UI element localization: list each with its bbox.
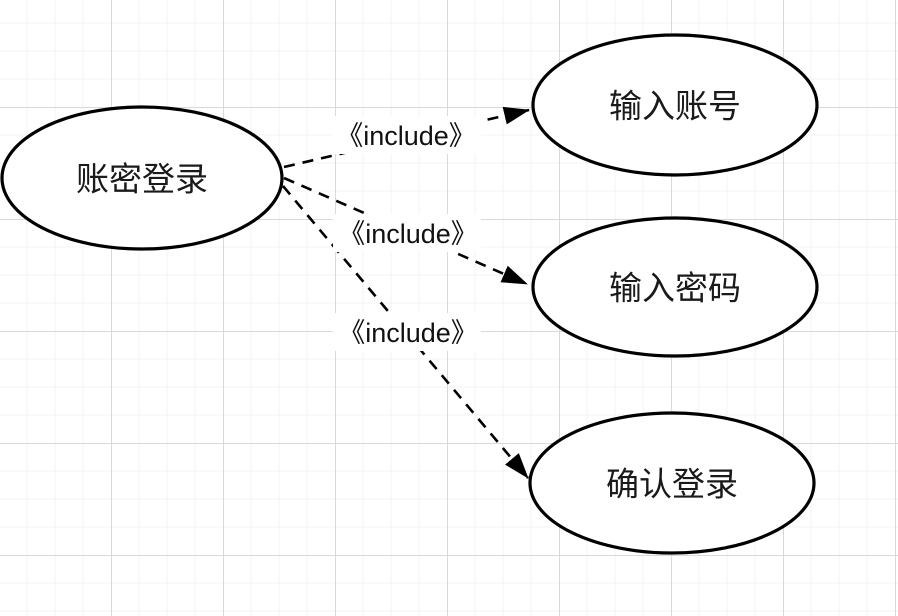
usecase-node-login[interactable]: 账密登录	[0, 105, 284, 251]
node-ellipse	[531, 216, 819, 358]
edge-label-bg	[331, 116, 481, 154]
usecase-node-enter-account[interactable]: 输入账号	[531, 33, 819, 177]
edge-label-include-3[interactable]: 《include》	[333, 313, 481, 351]
node-ellipse	[528, 411, 816, 555]
usecase-node-confirm-login[interactable]: 确认登录	[528, 411, 816, 555]
edge-label-include-1[interactable]: 《include》	[331, 116, 481, 154]
edge-label-bg	[333, 214, 481, 252]
edge-labels-layer: 《include》 《include》 《include》	[331, 116, 481, 351]
node-label: 账密登录	[76, 161, 208, 198]
edge-label-include-2[interactable]: 《include》	[333, 214, 481, 252]
edge-label-text: 《include》	[338, 318, 478, 348]
usecase-node-enter-password[interactable]: 输入密码	[531, 216, 819, 358]
edge-label-text: 《include》	[338, 219, 478, 249]
node-label: 输入账号	[609, 88, 741, 125]
edge-label-bg	[333, 313, 481, 351]
nodes-layer: 账密登录 输入账号 输入密码 确认登录	[0, 33, 819, 555]
edge-include-enter-password[interactable]	[283, 176, 528, 286]
node-label: 输入密码	[609, 270, 741, 307]
node-ellipse	[0, 105, 284, 251]
node-label: 确认登录	[606, 466, 738, 503]
edge-label-text: 《include》	[336, 121, 476, 151]
edge-include-enter-account[interactable]	[283, 106, 530, 169]
node-ellipse	[531, 33, 819, 177]
